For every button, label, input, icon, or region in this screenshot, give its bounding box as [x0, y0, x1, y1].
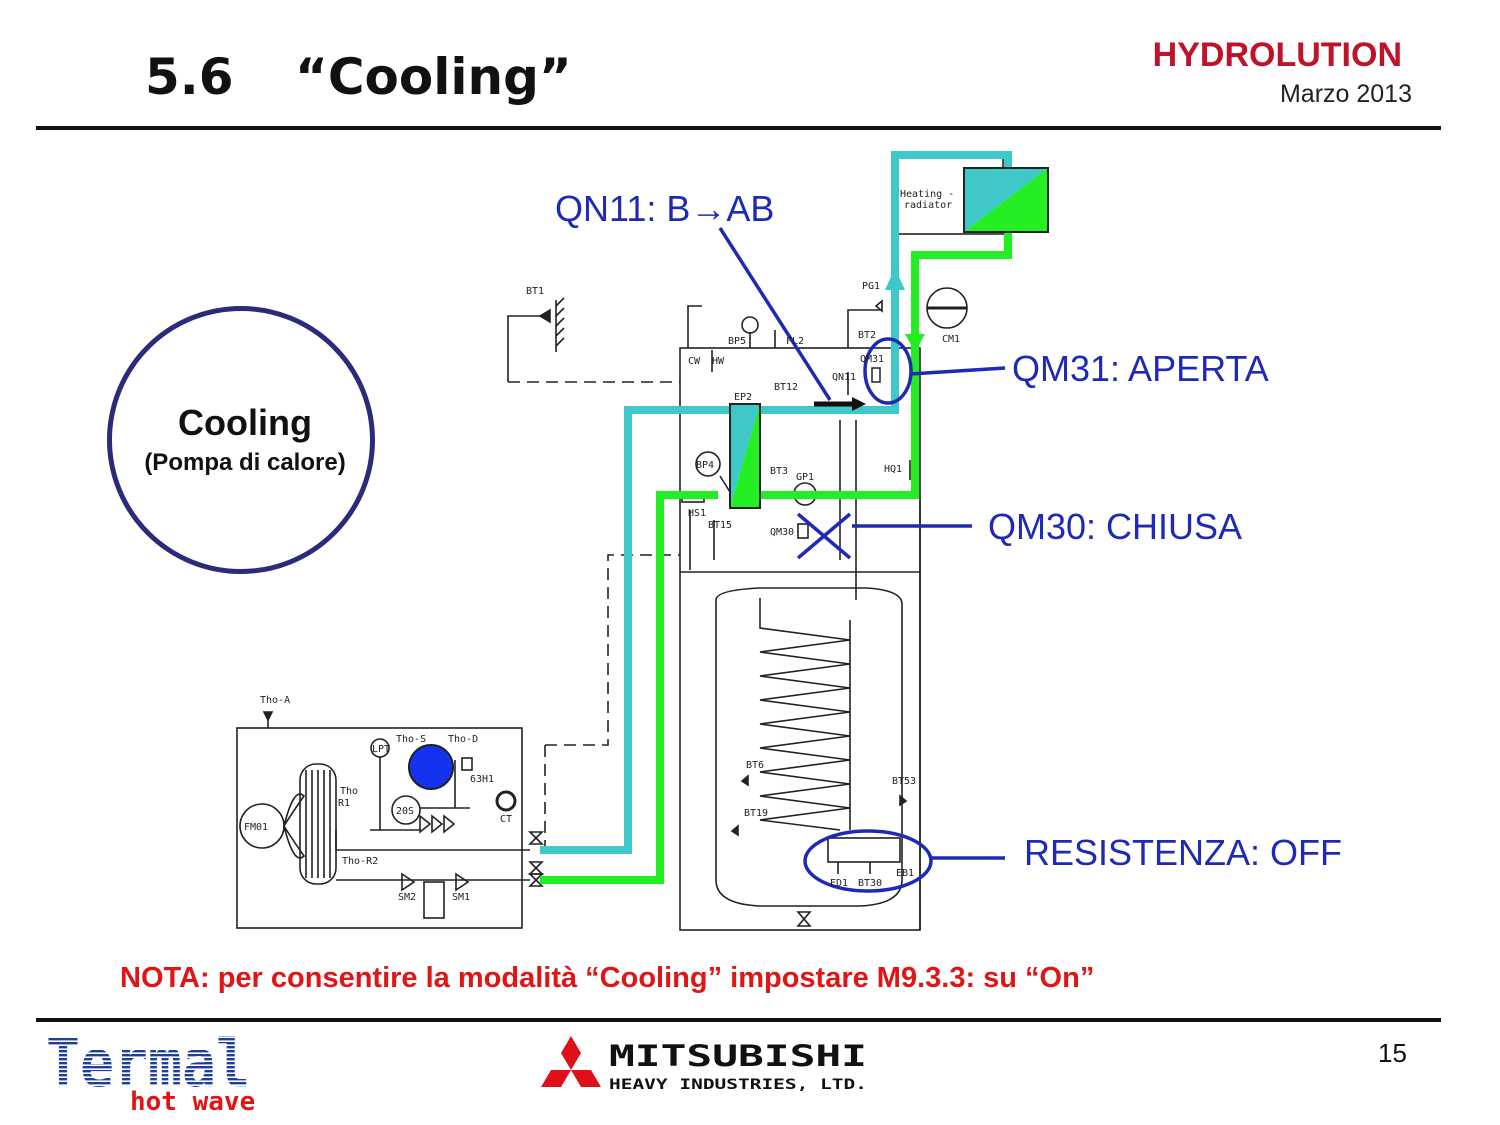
label-bp4: BP4	[696, 460, 714, 471]
label-heating-radiator: Heating -	[900, 189, 954, 200]
label-qn11: QN11	[832, 372, 856, 383]
label-lpt: LPT	[372, 744, 390, 755]
label-r1: R1	[338, 798, 350, 809]
label-bt6: BT6	[746, 760, 764, 771]
date-label: Marzo 2013	[1279, 80, 1412, 108]
label-pg1: PG1	[862, 281, 880, 292]
label-bt12: BT12	[774, 382, 798, 393]
mode-subtitle: (Pompa di calore)	[144, 449, 346, 476]
termal-tagline: hot wave	[130, 1087, 254, 1114]
label-sm1: SM1	[452, 892, 470, 903]
flow-arrow-down	[905, 334, 925, 352]
compressor-indicator	[408, 744, 454, 790]
label-ep2: EP2	[734, 392, 752, 403]
label-bt1: BT1	[526, 286, 544, 297]
footer-divider	[36, 1018, 1441, 1022]
label-tho-r2: Tho-R2	[342, 856, 378, 867]
radiator-frame	[963, 167, 1049, 233]
label-tho-r1: Tho	[340, 786, 358, 797]
section-title-text: “Cooling”	[295, 48, 572, 106]
termal-wordmark: Termal	[46, 1030, 250, 1102]
flow-arrow-up	[885, 268, 905, 290]
label-heating-radiator-2: radiator	[904, 200, 952, 211]
label-63h1: 63H1	[470, 774, 494, 785]
header-divider	[36, 126, 1441, 130]
label-tho-s: Tho-S	[396, 734, 426, 745]
callout-resistenza: RESISTENZA: OFF	[1024, 832, 1343, 873]
label-qm30: QM30	[770, 527, 794, 538]
label-20s: 20S	[396, 806, 414, 817]
schematic-outlines	[236, 157, 1004, 931]
label-bt53: BT53	[892, 776, 916, 787]
radiator-warm-half	[964, 168, 1048, 232]
brand-title: HYDROLUTION	[1152, 36, 1402, 74]
termal-logo: Termal hot wave	[46, 1030, 254, 1114]
section-number: 5.6	[145, 48, 234, 106]
page-title: 5.6 “Cooling”	[145, 48, 572, 106]
label-cw: CW	[688, 356, 701, 367]
label-bt30: BT30	[858, 878, 882, 889]
green-supply-pipe	[540, 230, 1012, 884]
schematic-labels: BT1 Heating - radiator PG1 CM1 BT2 QM31 …	[244, 189, 960, 903]
page-number: 15	[1378, 1038, 1407, 1068]
mhi-subtitle: HEAVY INDUSTRIES, LTD.	[609, 1077, 867, 1093]
label-bp5: BP5	[728, 336, 746, 347]
ep2-warm-side	[730, 404, 760, 508]
cooling-note: NOTA: per consentire la modalità “Coolin…	[120, 962, 1095, 994]
label-fm01: FM01	[244, 822, 268, 833]
mode-circle	[107, 306, 375, 574]
mode-title: Cooling	[178, 402, 312, 443]
label-bt15: BT15	[708, 520, 732, 531]
mitsubishi-logo: MITSUBISHI HEAVY INDUSTRIES, LTD.	[541, 1036, 867, 1093]
label-eb1: EB1	[896, 868, 914, 879]
label-cm1: CM1	[942, 334, 960, 345]
callout-lines	[718, 227, 1006, 893]
label-hq1: HQ1	[884, 464, 902, 475]
ep2-frame	[729, 403, 761, 509]
label-hs1: HS1	[688, 508, 706, 519]
label-gp1: GP1	[796, 472, 814, 483]
label-hw: HW	[712, 356, 725, 367]
label-qm31: QM31	[860, 354, 884, 365]
mhi-wordmark: MITSUBISHI	[609, 1039, 867, 1073]
callout-qm31: QM31: APERTA	[1012, 348, 1269, 389]
label-sm2: SM2	[398, 892, 416, 903]
label-bt3: BT3	[770, 466, 788, 477]
label-ct: CT	[500, 814, 512, 825]
callout-qm30: QM30: CHIUSA	[988, 506, 1243, 547]
qm31-actuator	[871, 367, 881, 383]
label-tho-a: Tho-A	[260, 695, 290, 706]
label-bt2: BT2	[858, 330, 876, 341]
callout-qn11: QN11: B→AB	[555, 188, 775, 229]
qn11-flow-arrow	[852, 397, 866, 411]
label-bt19: BT19	[744, 808, 768, 819]
cyan-return-pipe	[540, 151, 1012, 854]
label-fl2: FL2	[786, 336, 804, 347]
label-ed1: ED1	[830, 878, 848, 889]
three-diamonds-icon	[541, 1036, 601, 1087]
label-tho-d: Tho-D	[448, 734, 478, 745]
